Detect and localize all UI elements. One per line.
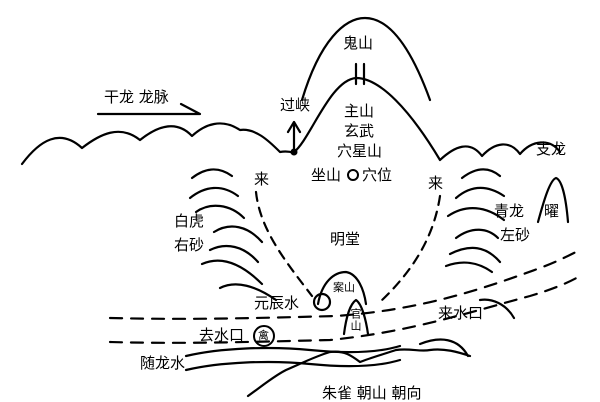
qin-circle-icon <box>253 325 275 347</box>
baihu-ridge-2 <box>188 186 240 200</box>
xuewei-marker-icon <box>347 169 359 181</box>
label-lai-left: 来 <box>254 170 270 188</box>
guishan-mountain-outline <box>300 16 432 102</box>
label-ganlong-longmai: 干龙 龙脉 <box>104 88 169 106</box>
label-yuanchenshui: 元辰水 <box>254 294 300 312</box>
qinglong-ridge-2 <box>454 186 506 200</box>
label-zhuque-chaoshan-chaoxiang: 朱雀 朝山 朝向 <box>322 384 422 402</box>
label-yousha: 右砂 <box>174 236 205 254</box>
label-zuosha: 左砂 <box>500 226 531 244</box>
guoxia-dot <box>290 148 298 156</box>
label-suilongshui: 随龙水 <box>140 354 186 372</box>
baihu-ridge-1 <box>190 168 234 180</box>
baihu-ridge-3 <box>194 204 246 220</box>
baihu-ridge-6 <box>200 259 264 286</box>
lai-left-dashed-flow <box>254 190 314 298</box>
label-anshan: 案山 <box>333 281 355 294</box>
dashed-water-lower <box>108 274 582 344</box>
label-guoxia: 过峡 <box>280 96 311 114</box>
qinglong-ridge-5 <box>448 246 502 264</box>
label-qin: 禽 <box>258 329 269 342</box>
label-zhilong: 支龙 <box>536 140 567 158</box>
ganlong-arrow <box>96 102 202 116</box>
guanshan-mountain <box>342 298 370 336</box>
label-guanshan: 官山 <box>349 308 362 332</box>
lai-right-dashed-flow <box>378 194 442 304</box>
qinglong-ridge-1 <box>460 168 502 180</box>
yao-mountain <box>536 176 570 224</box>
anshan-mountain <box>316 270 368 306</box>
label-yao: 曜 <box>544 202 560 220</box>
label-qushuikou: 去水口 <box>199 326 245 344</box>
label-zuoshan: 坐山 <box>311 166 342 184</box>
label-lai-right: 来 <box>428 174 444 192</box>
qinglong-ridge-6 <box>444 261 494 274</box>
laishuikou-hill-1 <box>418 338 470 358</box>
qinglong-ridge-4 <box>454 228 500 240</box>
label-mingtang: 明堂 <box>330 230 361 248</box>
dashed-water-upper <box>108 248 582 320</box>
suilongshui-line-1 <box>184 344 402 358</box>
zhuque-ridge <box>246 348 472 398</box>
label-xuewei: 穴位 <box>362 166 393 184</box>
baihu-ridge-7 <box>218 283 278 302</box>
guoxia-arrowhead <box>286 120 302 134</box>
label-qinglong: 青龙 <box>494 202 525 220</box>
qinglong-ridge-3 <box>446 207 506 222</box>
label-xuexingshan: 穴星山 <box>337 142 383 160</box>
suilongshui-line-2 <box>184 358 402 372</box>
label-guishan: 鬼山 <box>343 34 374 52</box>
label-baihu: 白虎 <box>174 212 205 230</box>
baihu-ridge-5 <box>208 244 260 264</box>
label-laishuikou: 来水口 <box>438 304 484 322</box>
baihu-ridge-4 <box>212 225 264 244</box>
label-xuanwu: 玄武 <box>344 122 375 140</box>
yuanchenshui-circle <box>312 292 332 312</box>
label-zhushan: 主山 <box>344 102 375 120</box>
laishuikou-hill-2 <box>478 298 516 320</box>
